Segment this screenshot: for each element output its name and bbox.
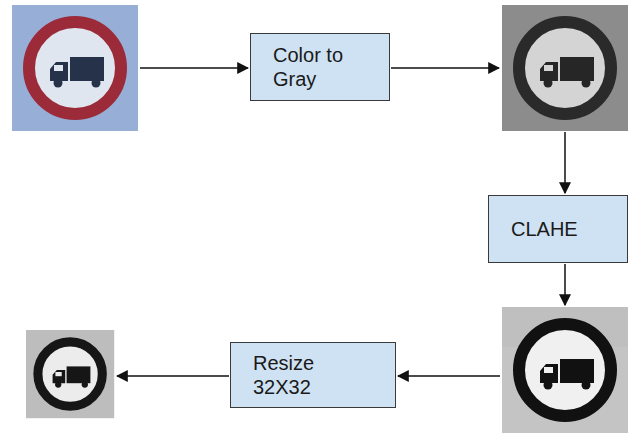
- process-box: Resize 32X32: [230, 342, 396, 408]
- resized-sign-image: [26, 330, 114, 418]
- box-label: Resize 32X32: [253, 351, 357, 399]
- clahe-sign-image: [502, 307, 628, 433]
- box-label: Color to Gray: [273, 43, 377, 91]
- gray-sign-image: [502, 5, 628, 131]
- process-box: Color to Gray: [250, 33, 390, 101]
- process-box: CLAHE: [488, 195, 628, 263]
- box-label: CLAHE: [511, 217, 578, 241]
- color-sign-image: [12, 5, 138, 131]
